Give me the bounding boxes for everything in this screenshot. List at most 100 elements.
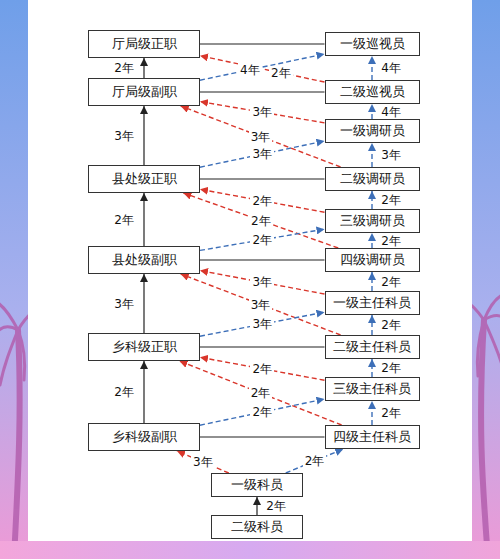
years-label: 2年 (112, 213, 136, 227)
rank-name: 二级调研员 (340, 171, 405, 187)
years-label: 2年 (250, 194, 274, 208)
palm-trunk (14, 330, 20, 559)
rank-link (371, 401, 372, 425)
years-label: 2年 (250, 362, 274, 376)
promotion-line (143, 361, 144, 423)
years-label: 2年 (264, 499, 288, 513)
palm-frond (0, 330, 18, 385)
white-panel (28, 0, 472, 541)
rank-name: 厅局级副职 (112, 84, 177, 100)
rank-box: 县处级副职 (88, 246, 200, 274)
rank-link (181, 274, 341, 335)
promotion-line (200, 436, 325, 437)
years-label: 3年 (112, 129, 136, 143)
years-label: 4年 (238, 63, 262, 77)
rank-name: 厅局级正职 (112, 36, 177, 52)
rank-link (200, 271, 325, 294)
years-label: 2年 (379, 193, 403, 207)
rank-link (183, 193, 338, 248)
rank-box: 一级科员 (211, 473, 303, 497)
rank-link (371, 143, 372, 167)
rank-box: 三级调研员 (325, 209, 420, 233)
promotion-line (200, 259, 325, 260)
rank-box: 厅局级正职 (88, 30, 200, 58)
years-label: 3年 (379, 148, 403, 162)
palm-frond (0, 300, 18, 330)
bottom-band (0, 541, 500, 559)
years-label: 3年 (249, 298, 273, 312)
promotion-line (200, 91, 325, 92)
rank-box: 乡科级副职 (88, 423, 200, 451)
rank-link (200, 312, 325, 336)
promotion-line (143, 58, 144, 78)
years-label: 2年 (250, 233, 274, 247)
promotion-line (143, 106, 144, 165)
rank-box: 厅局级副职 (88, 78, 200, 106)
years-label: 2年 (112, 385, 136, 399)
rank-box: 一级主任科员 (325, 291, 420, 315)
promotion-line (200, 346, 325, 347)
rank-link (371, 56, 372, 80)
rank-link (371, 191, 372, 209)
years-label: 3年 (249, 130, 273, 144)
years-label: 2年 (379, 406, 403, 420)
rank-link (371, 315, 372, 335)
years-label: 2年 (249, 386, 273, 400)
years-label: 3年 (191, 455, 215, 469)
rank-name: 四级调研员 (340, 252, 405, 268)
rank-name: 一级巡视员 (340, 36, 405, 52)
palm-frond (484, 320, 500, 372)
promotion-line (200, 43, 325, 44)
promotion-line (200, 178, 325, 179)
years-label: 4年 (379, 105, 403, 119)
promotion-line (143, 274, 144, 333)
rank-link (371, 104, 372, 119)
rank-link (181, 106, 341, 167)
rank-name: 二级主任科员 (333, 339, 411, 355)
years-label: 4年 (379, 61, 403, 75)
rank-name: 四级主任科员 (333, 429, 411, 445)
rank-name: 一级调研员 (340, 123, 405, 139)
years-label: 2年 (112, 61, 136, 75)
years-label: 3年 (250, 147, 274, 161)
rank-name: 县处级副职 (112, 252, 177, 268)
palm-frond (18, 330, 25, 380)
rank-name: 二级科员 (231, 519, 283, 535)
years-label: 3年 (112, 297, 136, 311)
rank-link (371, 272, 372, 291)
rank-link (200, 229, 325, 250)
rank-box: 二级调研员 (325, 167, 420, 191)
years-label: 2年 (379, 275, 403, 289)
rank-name: 乡科级正职 (112, 339, 177, 355)
rank-link (200, 399, 325, 425)
rank-box: 一级调研员 (325, 119, 420, 143)
promotion-line (143, 193, 144, 246)
years-label: 3年 (250, 275, 274, 289)
rank-box: 四级调研员 (325, 248, 420, 272)
years-label: 3年 (250, 105, 274, 119)
rank-name: 三级主任科员 (333, 381, 411, 397)
rank-name: 三级调研员 (340, 213, 405, 229)
years-label: 2年 (249, 214, 273, 228)
rank-box: 三级主任科员 (325, 377, 420, 401)
rank-link (177, 451, 229, 473)
rank-box: 一级巡视员 (325, 32, 420, 56)
rank-box: 乡科级正职 (88, 333, 200, 361)
rank-box: 二级科员 (211, 515, 303, 539)
rank-link (179, 361, 341, 425)
rank-link (286, 449, 344, 473)
rank-box: 二级巡视员 (325, 80, 420, 104)
rank-box: 县处级正职 (88, 165, 200, 193)
palm-trunk (481, 320, 488, 559)
rank-box: 二级主任科员 (325, 335, 420, 359)
rank-link (200, 189, 325, 212)
rank-name: 乡科级副职 (112, 429, 177, 445)
palm-frond (477, 320, 484, 376)
rank-name: 县处级正职 (112, 171, 177, 187)
rank-link (200, 56, 325, 82)
promotion-line (256, 497, 257, 515)
rank-link (371, 233, 372, 248)
years-label: 2年 (379, 361, 403, 375)
